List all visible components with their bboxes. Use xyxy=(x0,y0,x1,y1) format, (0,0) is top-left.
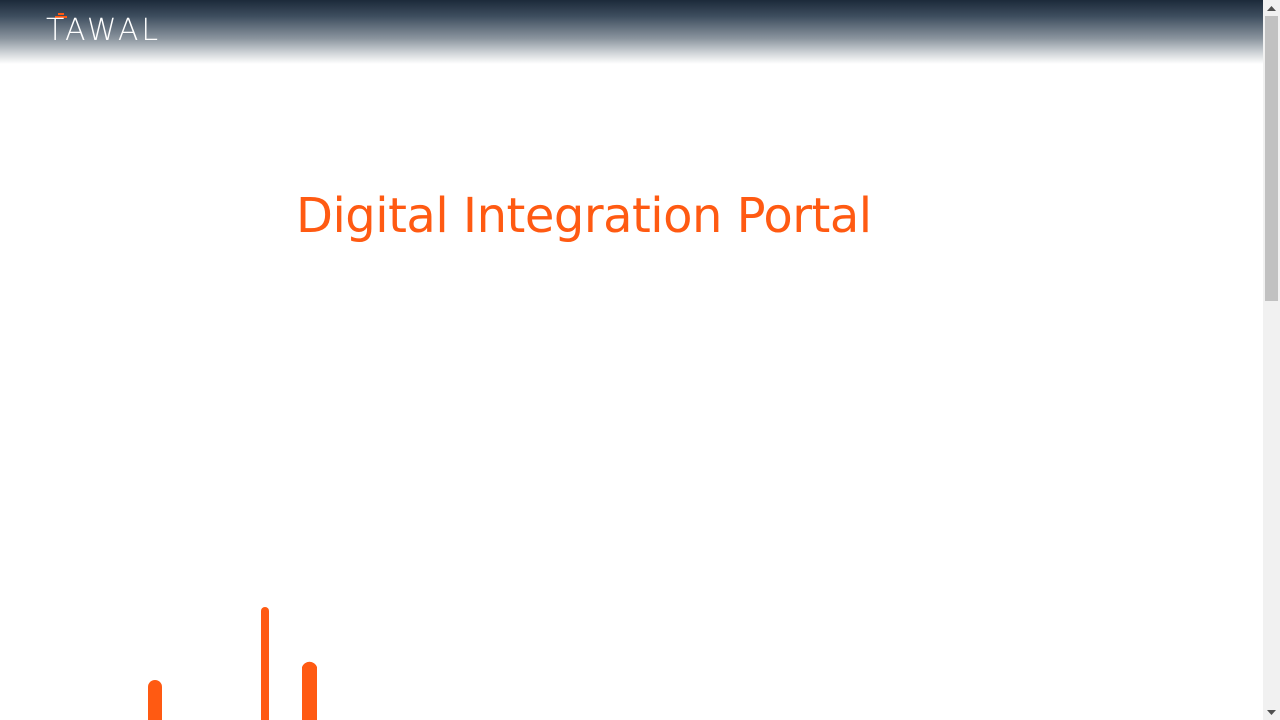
scroll-thumb[interactable] xyxy=(1265,16,1278,301)
triangle-up-icon xyxy=(1267,5,1276,11)
scroll-down-button[interactable] xyxy=(1263,704,1280,720)
signal-bar-left xyxy=(148,680,162,720)
signal-bars-graphic xyxy=(148,607,317,720)
signal-bar-right xyxy=(302,661,317,720)
vertical-scrollbar[interactable] xyxy=(1263,0,1280,720)
logo-accent-mark-icon xyxy=(55,13,67,18)
page-header: TAWAL xyxy=(0,0,1263,64)
signal-bar-tall xyxy=(261,607,269,720)
page-title: Digital Integration Portal xyxy=(296,188,872,244)
tawal-logo[interactable]: TAWAL xyxy=(46,10,196,50)
scroll-up-button[interactable] xyxy=(1263,0,1280,16)
triangle-down-icon xyxy=(1267,709,1276,715)
logo-text: TAWAL xyxy=(46,13,162,48)
